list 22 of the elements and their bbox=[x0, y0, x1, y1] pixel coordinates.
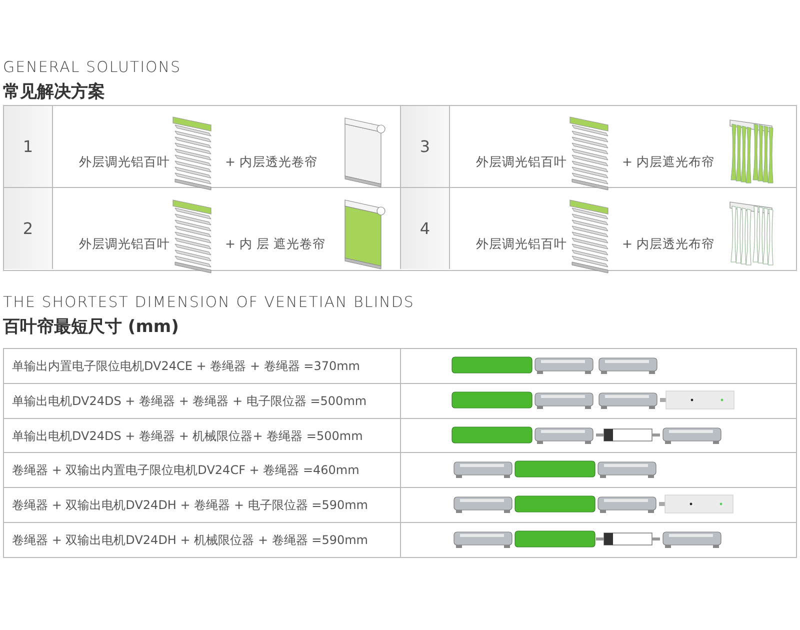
solution-text: + 内层遮光布帘 bbox=[622, 154, 714, 171]
solution-text: 外层调光铝百叶 bbox=[79, 154, 170, 171]
configuration-formula: 单输出电机DV24DS + 卷绳器 + 卷绳器 + 电子限位器 =500mm bbox=[12, 393, 367, 410]
configuration-formula: 单输出内置电子限位电机DV24CE + 卷绳器 + 卷绳器 =370mm bbox=[12, 358, 360, 375]
solution-number: 4 bbox=[400, 188, 450, 269]
solution-number: 2 bbox=[4, 188, 53, 269]
solution-number: 3 bbox=[400, 106, 450, 187]
section-heading: GENERAL SOLUTIONS bbox=[3, 58, 182, 76]
solution-number: 1 bbox=[4, 106, 53, 187]
configuration-formula: 卷绳器 + 双输出电机DV24DH + 机械限位器 + 卷绳器 =590mm bbox=[12, 532, 368, 549]
solution-text: + 内层透光卷帘 bbox=[225, 154, 318, 171]
solution-text: + 内 层 遮光卷帘 bbox=[225, 236, 326, 253]
configuration-formula: 单输出电机DV24DS + 卷绳器 + 机械限位器+ 卷绳器 =500mm bbox=[12, 428, 363, 445]
solution-text: 外层调光铝百叶 bbox=[79, 236, 170, 253]
section-title: 常见解决方案 bbox=[3, 81, 105, 103]
solution-text: + 内层透光布帘 bbox=[622, 236, 714, 253]
configuration-formula: 卷绳器 + 双输出电机DV24DH + 卷绳器 + 电子限位器 =590mm bbox=[12, 497, 368, 514]
section-heading: THE SHORTEST DIMENSION OF VENETIAN BLINDS bbox=[3, 293, 414, 311]
solution-text: 外层调光铝百叶 bbox=[476, 236, 567, 253]
section-title: 百叶帘最短尺寸 (mm) bbox=[3, 316, 179, 338]
configuration-formula: 卷绳器 + 双输出内置电子限位电机DV24CF + 卷绳器 =460mm bbox=[12, 462, 360, 479]
solution-text: 外层调光铝百叶 bbox=[476, 154, 567, 171]
